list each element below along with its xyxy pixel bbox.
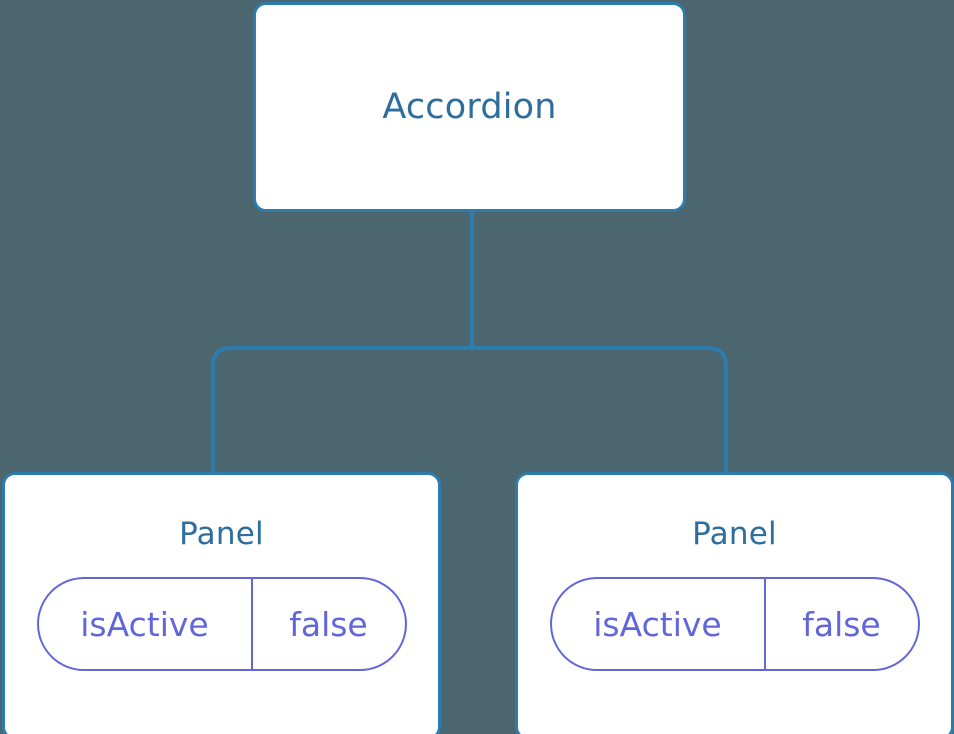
state-value-panel-2: false [802,604,881,644]
node-accordion-label: Accordion [382,86,557,127]
state-key-panel-1: isActive [39,579,253,670]
state-value-panel-1: false [289,604,368,644]
connector-branch-right [472,346,728,474]
node-panel-1[interactable]: Panel isActive false [2,472,441,734]
node-accordion[interactable]: Accordion [253,2,686,212]
node-panel-1-label: Panel [179,516,264,552]
node-panel-2[interactable]: Panel isActive false [515,472,954,734]
connector-branch-left [211,346,472,474]
state-badge-panel-2[interactable]: isActive false [549,577,920,672]
node-panel-2-label: Panel [692,516,777,552]
state-key-panel-2: isActive [552,579,766,670]
state-badge-panel-1[interactable]: isActive false [36,577,407,672]
